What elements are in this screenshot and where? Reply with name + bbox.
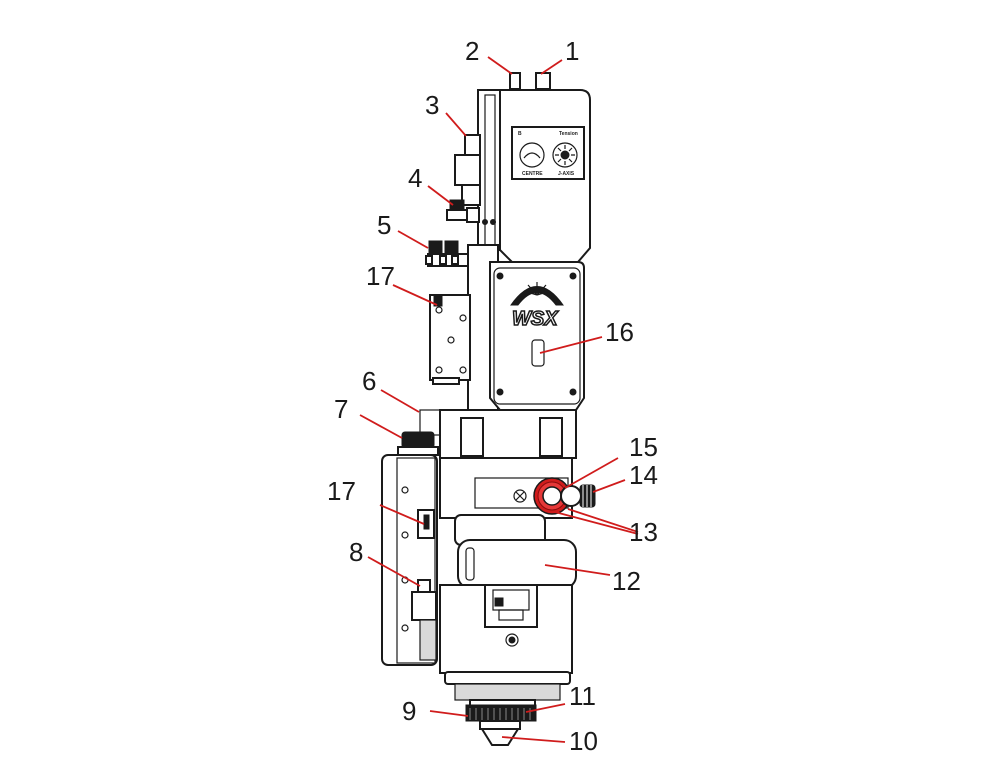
nozzle-assembly xyxy=(444,671,571,746)
callout-labels: 1 2 3 4 5 6 7 8 9 10 11 12 13 14 15 16 1… xyxy=(327,36,658,756)
panel-label-bottom-left: CENTRE xyxy=(522,171,543,177)
callout-10: 10 xyxy=(569,726,598,756)
callout-12: 12 xyxy=(612,566,641,596)
logo-text: WSX xyxy=(512,308,559,330)
adjustment-panel: B Tension CENTRE J-AXIS xyxy=(511,126,585,180)
callout-3: 3 xyxy=(425,90,439,120)
neck-section xyxy=(419,409,577,459)
callout-8: 8 xyxy=(349,537,363,567)
panel-label-top-right: Tension xyxy=(559,131,578,137)
callout-16: 16 xyxy=(605,317,634,347)
callout-15: 15 xyxy=(629,432,658,462)
panel-label-bottom-right: J-AXIS xyxy=(558,171,575,177)
callout-5: 5 xyxy=(377,210,391,240)
callout-14: 14 xyxy=(629,460,658,490)
callout-13: 13 xyxy=(629,517,658,547)
callout-11: 11 xyxy=(569,681,596,711)
locking-ring-7 xyxy=(397,431,439,456)
lower-body xyxy=(439,584,573,674)
collimator-side-block xyxy=(454,134,481,206)
callout-17-upper: 17 xyxy=(366,261,395,291)
callout-9: 9 xyxy=(402,696,416,726)
callout-17-lower: 17 xyxy=(327,476,356,506)
callout-1: 1 xyxy=(565,36,579,66)
panel-label-top-left: B xyxy=(518,131,522,137)
fiber-connectors xyxy=(509,72,551,90)
callout-6: 6 xyxy=(362,366,376,396)
wsx-logo: WSX xyxy=(510,282,564,331)
leader-lines xyxy=(359,56,639,743)
focus-adjust-knob xyxy=(533,477,596,515)
callout-2: 2 xyxy=(465,36,479,66)
window-cartridge xyxy=(454,514,577,589)
callout-4: 4 xyxy=(408,163,422,193)
callout-7: 7 xyxy=(334,394,348,424)
lower-mounting-plate xyxy=(381,454,438,666)
gas-fitting-4 xyxy=(446,199,480,223)
upper-mounting-plate xyxy=(429,294,471,385)
